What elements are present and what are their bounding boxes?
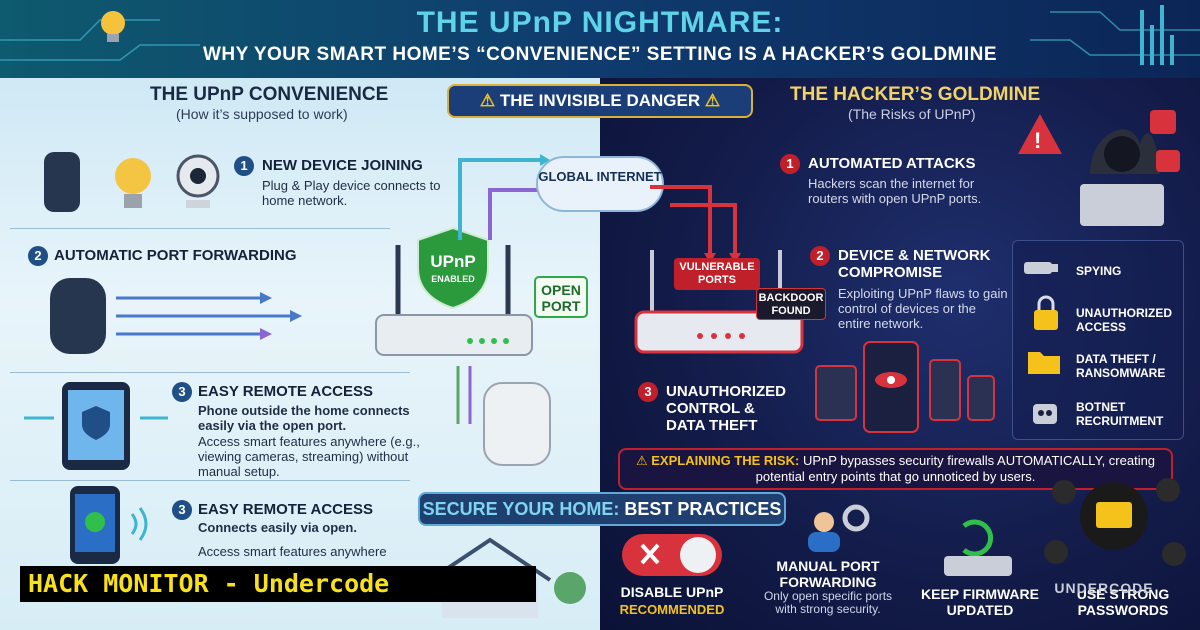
risk-item: BOTNET RECRUITMENT <box>1076 400 1164 428</box>
compromised-router-icon <box>634 250 804 354</box>
header-banner: THE UPnP NIGHTMARE: WHY YOUR SMART HOME’… <box>0 0 1200 78</box>
right-heading: THE HACKER’S GOLDMINE <box>790 84 1041 105</box>
step-title: EASY REMOTE ACCESS <box>198 501 374 518</box>
practice-title: DISABLE UPnP <box>620 584 724 600</box>
shield-icon <box>417 226 489 310</box>
step-body-2: Access smart features anywhere <box>198 544 387 559</box>
explain-text: UPnP bypasses security firewalls AUTOMAT… <box>755 453 1156 484</box>
smart-devices-icon <box>44 152 220 212</box>
risk-item: SPYING <box>1076 264 1122 278</box>
risk-item: UNAUTHORIZED ACCESS <box>1076 306 1172 334</box>
upnp-badge-label: UPnP <box>430 252 476 271</box>
step-title: DEVICE & NETWORK COMPROMISE <box>838 247 991 281</box>
step-body: Exploiting UPnP flaws to gain control of… <box>838 286 1008 331</box>
step-title: AUTOMATIC PORT FORWARDING <box>54 247 297 264</box>
left-heading: THE UPnP CONVENIENCE <box>150 84 389 105</box>
step-title: NEW DEVICE JOINING <box>262 157 423 174</box>
logo-text: UNDERCODE <box>1054 580 1154 596</box>
firmware-update-icon <box>944 519 1012 576</box>
step-body: Phone outside the home connects easily v… <box>198 403 410 433</box>
explain-label: EXPLAINING THE RISK: <box>651 453 800 468</box>
upnp-badge-sub: ENABLED <box>431 274 475 284</box>
best-practices-rest: BEST PRACTICES <box>619 499 782 519</box>
practice-title: USE STRONG PASSWORDS <box>1076 586 1170 618</box>
robot-icon <box>1033 404 1057 424</box>
practice-title: MANUAL PORT FORWARDING <box>776 558 880 590</box>
explaining-risk-bar: ⚠ EXPLAINING THE RISK: UPnP bypasses sec… <box>618 448 1173 490</box>
right-subheading: (The Risks of UPnP) <box>848 106 976 122</box>
warning-icon: ⚠ <box>635 453 648 468</box>
svg-text:!: ! <box>1034 128 1041 153</box>
lightbulb-icon <box>101 11 125 42</box>
router-icon <box>375 245 533 356</box>
undercode-logo <box>1044 478 1186 566</box>
left-subheading: (How it’s supposed to work) <box>176 106 348 122</box>
step-title: EASY REMOTE ACCESS <box>198 383 374 400</box>
page-title: THE UPnP NIGHTMARE: <box>416 6 784 39</box>
step-body-2: Access smart features anywhere (e.g., vi… <box>198 434 420 479</box>
risk-item: DATA THEFT / RANSOMWARE <box>1076 352 1166 380</box>
step-number: 3 <box>172 500 192 520</box>
vertical-arrows-icon <box>456 366 472 424</box>
camera-icon <box>1024 262 1058 274</box>
step-number: 1 <box>234 156 254 176</box>
warning-icon: ⚠ <box>704 91 721 110</box>
toggle-off-icon <box>622 534 722 576</box>
step-number: 2 <box>28 246 48 266</box>
compromised-devices-icon <box>815 341 995 433</box>
circuit-decor <box>0 5 1200 65</box>
divider <box>10 480 410 481</box>
practice-sub: Only open specific ports with strong sec… <box>763 589 893 616</box>
best-practices-banner: SECURE YOUR HOME: BEST PRACTICES <box>418 492 786 526</box>
step-number: 2 <box>810 246 830 266</box>
smart-speaker-icon <box>483 382 551 466</box>
step-body: Connects easily via open. <box>198 520 357 535</box>
best-practices-strong: SECURE YOUR HOME: <box>422 499 620 519</box>
upload-arrows-icon <box>458 154 550 240</box>
practice-title: KEEP FIRMWARE UPDATED <box>921 586 1039 618</box>
admin-gear-icon <box>808 504 870 552</box>
step-number: 1 <box>780 154 800 174</box>
step-title: AUTOMATED ATTACKS <box>808 155 976 172</box>
invisible-danger-banner: ⚠ THE INVISIBLE DANGER ⚠ <box>447 84 753 118</box>
page-subtitle: WHY YOUR SMART HOME’S “CONVENIENCE” SETT… <box>202 44 998 65</box>
divider <box>10 372 410 373</box>
step-number: 3 <box>638 382 658 402</box>
step-number: 3 <box>172 382 192 402</box>
smartphone-icon <box>24 382 168 470</box>
backdoor-found-tag: BACKDOOR FOUND <box>756 288 826 320</box>
step-body: Hackers scan the internet for routers wi… <box>808 176 982 206</box>
speaker-icon <box>50 278 302 354</box>
lock-icon <box>1034 295 1058 330</box>
danger-label: THE INVISIBLE DANGER <box>499 91 701 110</box>
step-body: Plug & Play device connects to home netw… <box>262 178 441 208</box>
practice-sub: RECOMMENDED <box>619 602 725 617</box>
global-internet-cloud: GLOBAL INTERNET <box>536 156 664 212</box>
vulnerable-ports-tag: VULNERABLE PORTS <box>674 258 760 290</box>
warning-icon: ⚠ <box>479 91 496 110</box>
step-title: UNAUTHORIZED CONTROL & DATA THEFT <box>666 383 786 434</box>
phone-call-icon <box>70 486 148 564</box>
open-port-label: OPEN PORT <box>534 276 588 318</box>
divider <box>10 228 390 229</box>
hack-monitor-banner: HACK MONITOR - Undercode <box>20 566 536 602</box>
hacker-icon: ! <box>1018 110 1180 226</box>
folder-icon <box>1028 352 1060 374</box>
